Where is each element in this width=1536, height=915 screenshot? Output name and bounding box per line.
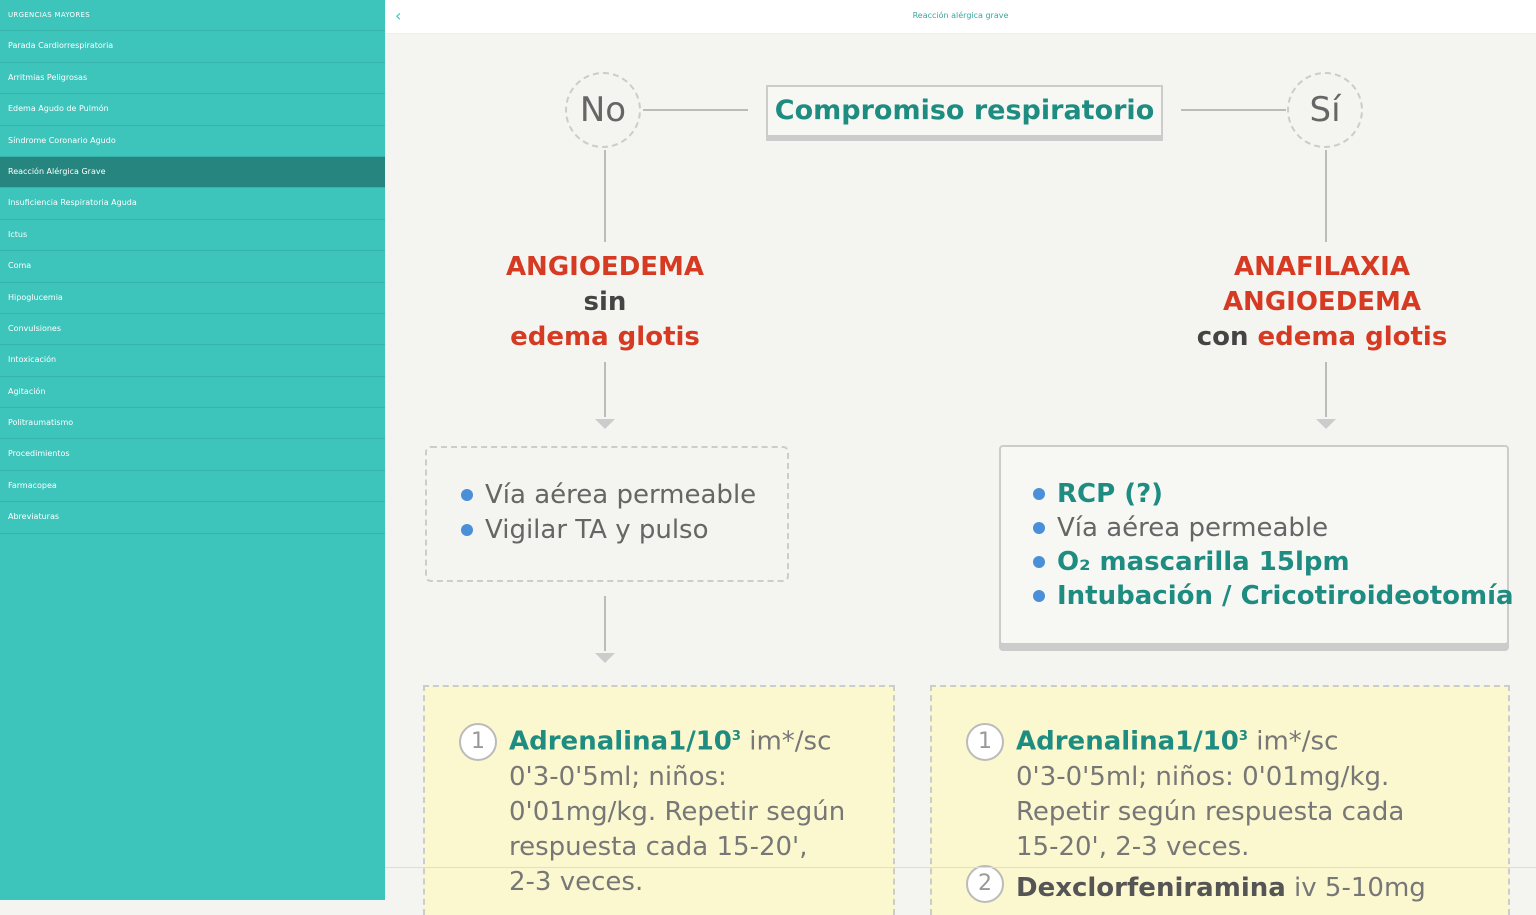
sidebar-item[interactable]: Edema Agudo de Pulmón: [0, 94, 385, 126]
route: im*/sc: [1247, 726, 1339, 757]
sidebar-item[interactable]: Abreviaturas: [0, 502, 385, 534]
sidebar-item[interactable]: Procedimientos: [0, 439, 385, 471]
diag-line: con: [1196, 322, 1258, 352]
action-item: Intubación / Cricotiroideotomía: [1033, 579, 1514, 613]
sidebar-item[interactable]: Reacción Alérgica Grave: [0, 156, 385, 189]
connector: [1325, 362, 1327, 417]
right-actions-box: RCP (?) Vía aérea permeable O₂ mascarill…: [999, 445, 1514, 645]
route: iv 5-10mg: [1285, 872, 1426, 903]
action-text: O₂ mascarilla 15lpm: [1057, 547, 1350, 577]
sidebar-item[interactable]: Politraumatismo: [0, 408, 385, 440]
bottom-divider: [385, 867, 1536, 868]
connector: [604, 150, 606, 242]
sidebar-item[interactable]: Farmacopea: [0, 471, 385, 503]
sidebar-item[interactable]: Ictus: [0, 220, 385, 252]
back-chevron-icon[interactable]: ‹: [395, 6, 402, 25]
bullet-icon: [1033, 590, 1045, 602]
top-bar: ‹ Reacción alérgica grave: [385, 0, 1536, 34]
action-item: Vía aérea permeable: [1033, 511, 1507, 545]
right-diagnosis: ANAFILAXIA ANGIOEDEMA con edema glotis: [1155, 250, 1489, 355]
action-item: Vía aérea permeable: [461, 478, 787, 513]
right-treatment-box: 1 Adrenalina1/103 im*/sc 0'3-0'5ml; niño…: [930, 685, 1510, 915]
arrow-down-icon: [595, 653, 615, 663]
sidebar-item[interactable]: Agitación: [0, 377, 385, 409]
connector: [643, 109, 748, 111]
action-item: RCP (?): [1033, 477, 1507, 511]
diag-line: ANGIOEDEMA: [1222, 287, 1422, 317]
dose-text: 0'3-0'5ml; niños:: [509, 761, 727, 792]
left-actions-box: Vía aérea permeable Vigilar TA y pulso: [425, 446, 789, 582]
diag-line: edema glotis: [1257, 322, 1448, 352]
sidebar-item[interactable]: Coma: [0, 251, 385, 283]
diag-line: ANAFILAXIA: [1234, 252, 1410, 282]
bullet-icon: [461, 489, 473, 501]
sidebar-item[interactable]: Parada Cardiorrespiratoria: [0, 31, 385, 63]
sidebar-item[interactable]: Convulsiones: [0, 314, 385, 346]
dose-text: Repetir según respuesta cada: [1016, 796, 1405, 827]
action-text: RCP (?): [1057, 479, 1164, 509]
action-text: Intubación / Cricotiroideotomía: [1057, 581, 1514, 611]
sidebar-item[interactable]: Insuficiencia Respiratoria Aguda: [0, 188, 385, 220]
flowchart: No Compromiso respiratorio Sí ANGIOEDEMA…: [385, 34, 1536, 915]
bullet-icon: [1033, 522, 1045, 534]
question-box: Compromiso respiratorio: [766, 85, 1163, 137]
action-item: O₂ mascarilla 15lpm: [1033, 545, 1507, 579]
action-text: Vigilar TA y pulso: [485, 515, 709, 545]
dose-text: 15-20', 2-3 veces.: [1016, 831, 1250, 862]
step-number-icon: 2: [966, 865, 1004, 903]
superscript: 3: [1238, 729, 1248, 744]
page-title: Reacción alérgica grave: [912, 11, 1009, 20]
dose-text: 0'01mg/kg. Repetir según: [509, 796, 846, 827]
step-number-icon: 1: [459, 723, 497, 761]
dose-text: 2-3 veces.: [509, 866, 644, 897]
connector: [604, 362, 606, 417]
bullet-icon: [1033, 488, 1045, 500]
sidebar: URGENCIAS MAYORES Parada Cardiorrespirat…: [0, 0, 385, 900]
drug-name: Adrenalina1/10: [509, 726, 732, 757]
sidebar-item[interactable]: Hipoglucemia: [0, 283, 385, 314]
diag-line: sin: [583, 287, 627, 317]
step-number-icon: 1: [966, 723, 1004, 761]
connector: [604, 596, 606, 651]
sidebar-item[interactable]: Arritmias Peligrosas: [0, 63, 385, 95]
connector: [1181, 109, 1286, 111]
left-treatment-box: 1 Adrenalina1/103 im*/sc 0'3-0'5ml; niño…: [423, 685, 895, 915]
drug-name: Adrenalina1/10: [1016, 726, 1239, 757]
bullet-icon: [1033, 556, 1045, 568]
sidebar-item[interactable]: Intoxicación: [0, 345, 385, 377]
left-diagnosis: ANGIOEDEMA sin edema glotis: [455, 250, 755, 355]
arrow-down-icon: [1316, 419, 1336, 429]
action-item: Vigilar TA y pulso: [461, 513, 787, 548]
diag-line: ANGIOEDEMA: [505, 252, 705, 282]
drug-name: Dexclorfeniramina: [1016, 872, 1286, 903]
arrow-down-icon: [595, 419, 615, 429]
route: im*/sc: [740, 726, 832, 757]
sidebar-item[interactable]: Síndrome Coronario Agudo: [0, 126, 385, 157]
dose-text: respuesta cada 15-20',: [509, 831, 808, 862]
no-circle: No: [565, 72, 641, 148]
bullet-icon: [461, 524, 473, 536]
dose-text: 0'3-0'5ml; niños: 0'01mg/kg.: [1016, 761, 1390, 792]
action-text: Vía aérea permeable: [485, 480, 757, 510]
sidebar-header: URGENCIAS MAYORES: [0, 0, 385, 32]
si-circle: Sí: [1287, 72, 1363, 148]
superscript: 3: [731, 729, 741, 744]
connector: [1325, 150, 1327, 242]
action-text: Vía aérea permeable: [1057, 513, 1329, 543]
diag-line: edema glotis: [510, 322, 700, 352]
